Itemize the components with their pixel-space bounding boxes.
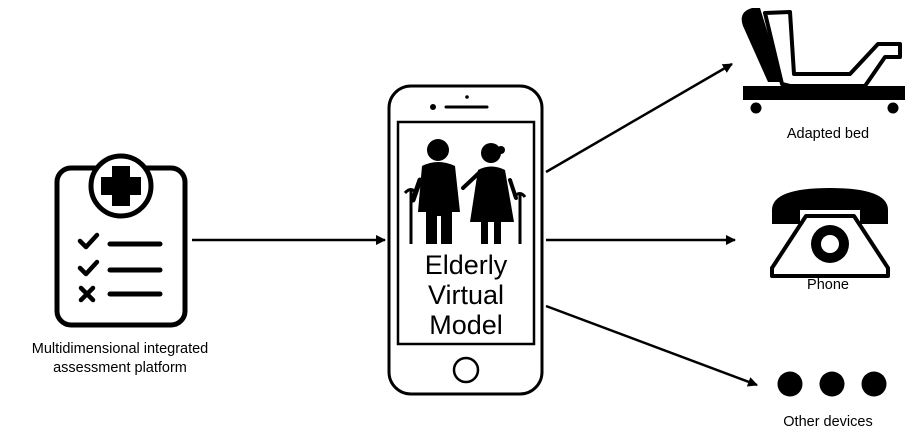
adjustable-bed-icon	[741, 8, 905, 114]
clipboard-medical-checklist-icon	[54, 153, 188, 328]
elderly-couple-icon	[403, 139, 527, 244]
checkmark-icon	[77, 232, 100, 250]
adapted-bed-label: Adapted bed	[786, 126, 870, 142]
arrow-model-to-other	[545, 304, 758, 387]
smartphone-icon	[387, 84, 544, 396]
assessment-platform-label-line2: assessment platform	[53, 360, 187, 376]
assessment-platform-label-line1: Multidimensional integrated	[31, 341, 209, 357]
model-title-line3: Model	[429, 310, 503, 340]
model-title-line1: Elderly	[424, 250, 508, 280]
cross-mark-icon	[78, 285, 96, 303]
model-title: Elderly Virtual Model	[398, 250, 534, 340]
phone-label: Phone	[807, 277, 849, 293]
other-devices-label: Other devices	[783, 414, 873, 430]
arrow-model-to-bed	[545, 62, 733, 174]
assessment-platform-label: Multidimensional integrated assessment p…	[0, 340, 240, 378]
telephone-icon	[770, 188, 890, 278]
checkmark-icon	[77, 259, 100, 277]
model-title-line2: Virtual	[427, 280, 505, 310]
ellipsis-dots-icon	[777, 371, 887, 397]
camera-dot-icon	[430, 104, 436, 110]
home-button-icon	[452, 356, 480, 384]
